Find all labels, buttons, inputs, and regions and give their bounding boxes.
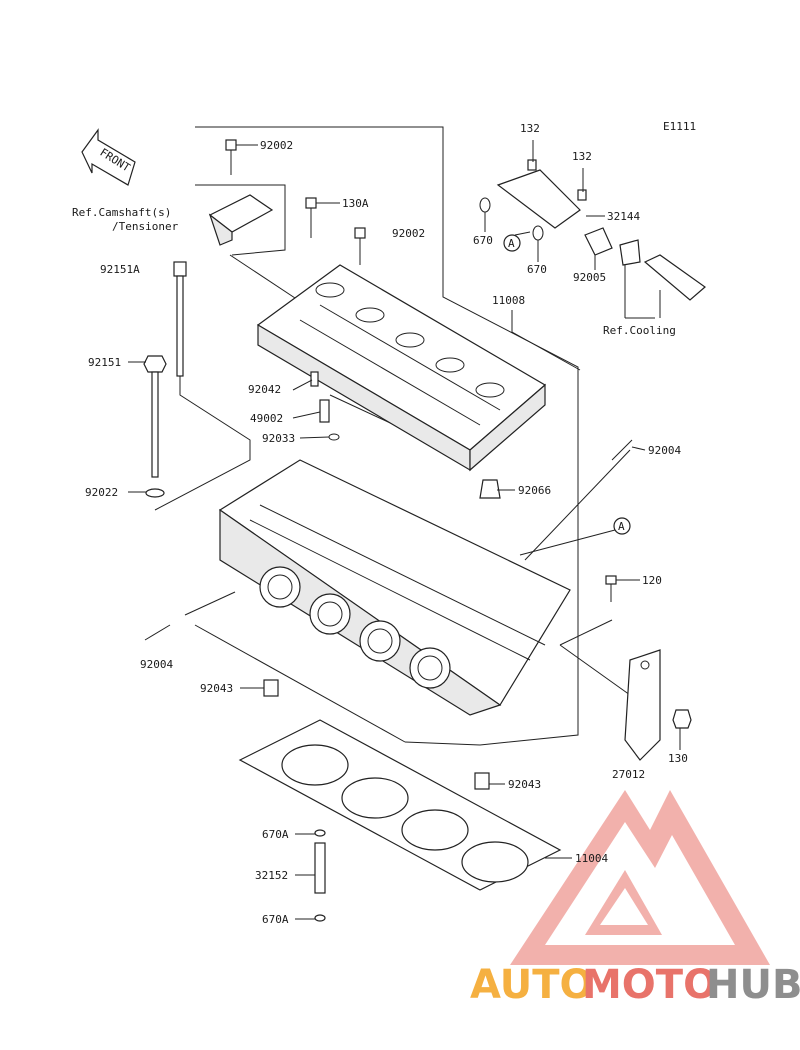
label-670A-bottom: 670A	[262, 913, 289, 926]
label-92022: 92022	[85, 486, 118, 499]
watermark-moto: MOTO	[582, 962, 717, 1008]
label-92033: 92033	[262, 432, 295, 445]
ref-cooling-label: Ref.Cooling	[603, 324, 676, 337]
label-670-b: 670	[527, 263, 547, 276]
label-92151A: 92151A	[100, 263, 140, 276]
label-92004-left: 92004	[140, 658, 173, 671]
tensioner-bracket	[208, 194, 274, 246]
label-120: 120	[642, 574, 662, 587]
label-92005: 92005	[573, 271, 606, 284]
label-leaders	[128, 140, 681, 920]
watermark-hub: HUB	[706, 962, 800, 1008]
label-92043-left: 92043	[200, 682, 233, 695]
ref-a-marker-left	[503, 234, 521, 252]
label-670A-top: 670A	[262, 828, 289, 841]
watermark-auto: AUTO	[470, 962, 594, 1008]
label-92004-right: 92004	[648, 444, 681, 457]
label-92043-right: 92043	[508, 778, 541, 791]
label-32144: 32144	[607, 210, 640, 223]
diagram-code: E1111	[663, 120, 696, 133]
label-A-left: A	[508, 237, 515, 250]
label-11004: 11004	[575, 852, 608, 865]
label-A-right: A	[618, 520, 625, 533]
ref-tensioner-label: /Tensioner	[112, 220, 179, 233]
watermark-text: AUTO MOTO HUB	[470, 962, 800, 1008]
front-arrow: FRONT	[81, 128, 136, 186]
label-132-b: 132	[572, 150, 592, 163]
label-27012: 27012	[612, 768, 645, 781]
ref-camshaft-label: Ref.Camshaft(s)	[72, 206, 171, 219]
label-670-a: 670	[473, 234, 493, 247]
label-32152: 32152	[255, 869, 288, 882]
label-92002-mid: 92002	[392, 227, 425, 240]
label-130A: 130A	[342, 197, 369, 210]
cylinder-head	[218, 459, 571, 716]
label-92002-top: 92002	[260, 139, 293, 152]
frame-lines	[154, 126, 661, 746]
bracket-27012	[624, 649, 661, 761]
part-labels: E1111 92002 Ref.Camshaft(s) /Tensioner 1…	[72, 120, 696, 926]
head-gasket	[238, 719, 562, 891]
camshaft-carrier	[256, 264, 547, 472]
label-92066: 92066	[518, 484, 551, 497]
watermark-logo	[510, 790, 770, 965]
label-11008: 11008	[492, 294, 525, 307]
water-fitting	[479, 159, 706, 301]
ref-a-marker-right	[613, 517, 631, 535]
label-92042: 92042	[248, 383, 281, 396]
label-130: 130	[668, 752, 688, 765]
label-92151: 92151	[88, 356, 121, 369]
label-49002: 49002	[250, 412, 283, 425]
label-132-a: 132	[520, 122, 540, 135]
bolts	[143, 139, 692, 922]
